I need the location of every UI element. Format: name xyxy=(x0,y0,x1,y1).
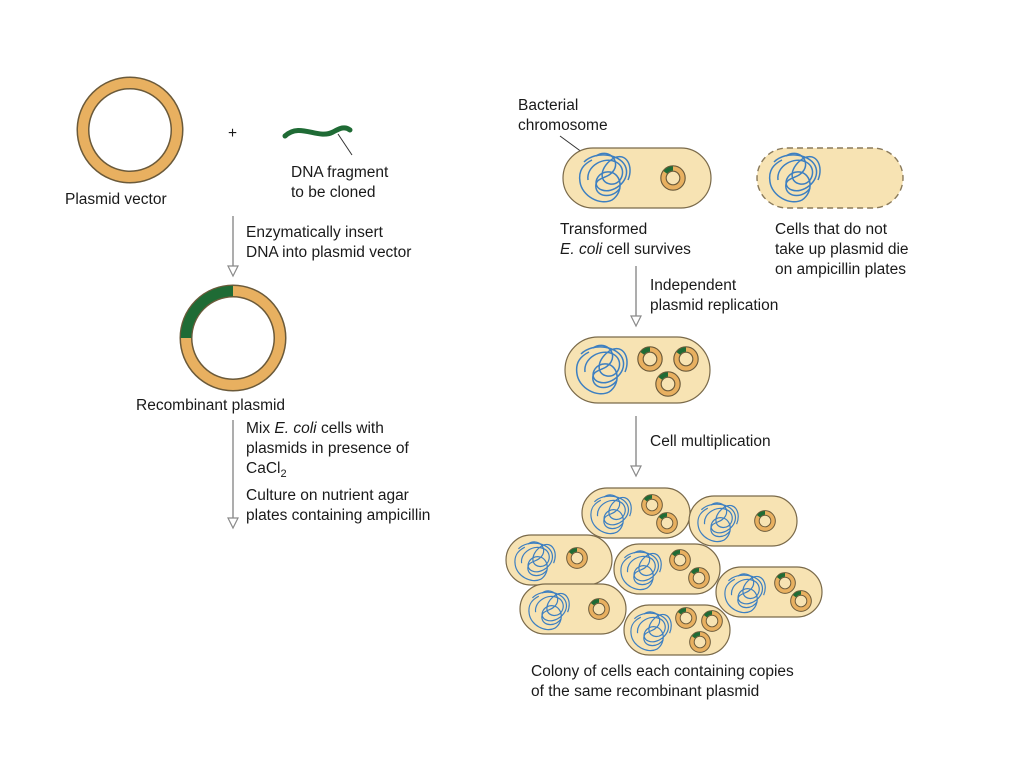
colony-cell xyxy=(581,487,691,539)
dead-cells-line-1: Cells that do not xyxy=(775,221,888,238)
colony-line-1: Colony of cells each containing copies xyxy=(531,663,794,680)
arrow-multiplication xyxy=(630,416,642,478)
dna-fragment-line-2: to be cloned xyxy=(291,184,375,201)
colony-cell xyxy=(519,583,627,635)
step-replication-line-1: Independent xyxy=(650,277,737,294)
transformed-line-2a: E. coli xyxy=(560,241,603,258)
dna-fragment-line-1: DNA fragment xyxy=(291,164,389,181)
dna-fragment xyxy=(282,125,353,156)
colony-label: Colony of cells each containing copies o… xyxy=(531,663,798,700)
dead-cells-line-2: take up plasmid die xyxy=(775,241,909,258)
dead-cells-label: Cells that do not take up plasmid die on… xyxy=(775,221,913,278)
transformed-label: Transformed E. coli cell survives xyxy=(560,221,691,258)
plus-sign: + xyxy=(228,125,237,142)
replicated-cell xyxy=(564,336,711,404)
plasmid-vector-label: Plasmid vector xyxy=(65,191,167,208)
transformed-line-1: Transformed xyxy=(560,221,647,238)
step-culture-label: Culture on nutrient agar plates containi… xyxy=(246,487,430,524)
chromosome-label: Bacterial chromosome xyxy=(518,97,608,134)
plasmid-vector xyxy=(76,76,184,184)
colony-cell xyxy=(505,534,613,586)
step-mix-label: Mix E. coli cells with plasmids in prese… xyxy=(246,420,413,480)
step-replication-line-2: plasmid replication xyxy=(650,297,778,314)
step-multiplication-label: Cell multiplication xyxy=(650,433,771,450)
colony-cell xyxy=(613,543,721,595)
dead-cells-line-3: on ampicillin plates xyxy=(775,261,906,278)
recombinant-plasmid xyxy=(179,284,287,392)
colony-line-2: of the same recombinant plasmid xyxy=(531,683,759,700)
step-mix-line-1c: cells with xyxy=(317,420,384,437)
dna-fragment-label: DNA fragment to be cloned xyxy=(291,164,393,201)
chromosome-label-line-2: chromosome xyxy=(518,117,608,134)
transformed-cell xyxy=(562,147,712,209)
step-mix-line-1a: Mix xyxy=(246,420,274,437)
step-insert-line-2: DNA into plasmid vector xyxy=(246,244,411,261)
step-insert-label: Enzymatically insert DNA into plasmid ve… xyxy=(246,224,411,261)
arrow-transform xyxy=(227,420,239,530)
colony-cell xyxy=(623,604,731,656)
recombinant-plasmid-label: Recombinant plasmid xyxy=(136,397,285,414)
step-mix-line-2: plasmids in presence of xyxy=(246,440,410,457)
colony-cell xyxy=(715,566,823,618)
transformed-line-2b: cell survives xyxy=(602,241,691,258)
arrow-replication xyxy=(630,266,642,328)
dead-cell xyxy=(756,147,904,209)
step-insert-line-1: Enzymatically insert xyxy=(246,224,384,241)
chromosome-label-line-1: Bacterial xyxy=(518,97,578,114)
step-mix-line-3-sub: 2 xyxy=(280,468,286,480)
step-mix-line-3: CaCl xyxy=(246,460,280,477)
step-replication-label: Independent plasmid replication xyxy=(650,277,778,314)
step-mix-line-1b: E. coli xyxy=(274,420,317,437)
colony-cell xyxy=(688,495,798,547)
step-culture-line-2: plates containing ampicillin xyxy=(246,507,430,524)
arrow-insert xyxy=(227,216,239,278)
colony xyxy=(505,487,823,656)
step-culture-line-1: Culture on nutrient agar xyxy=(246,487,409,504)
